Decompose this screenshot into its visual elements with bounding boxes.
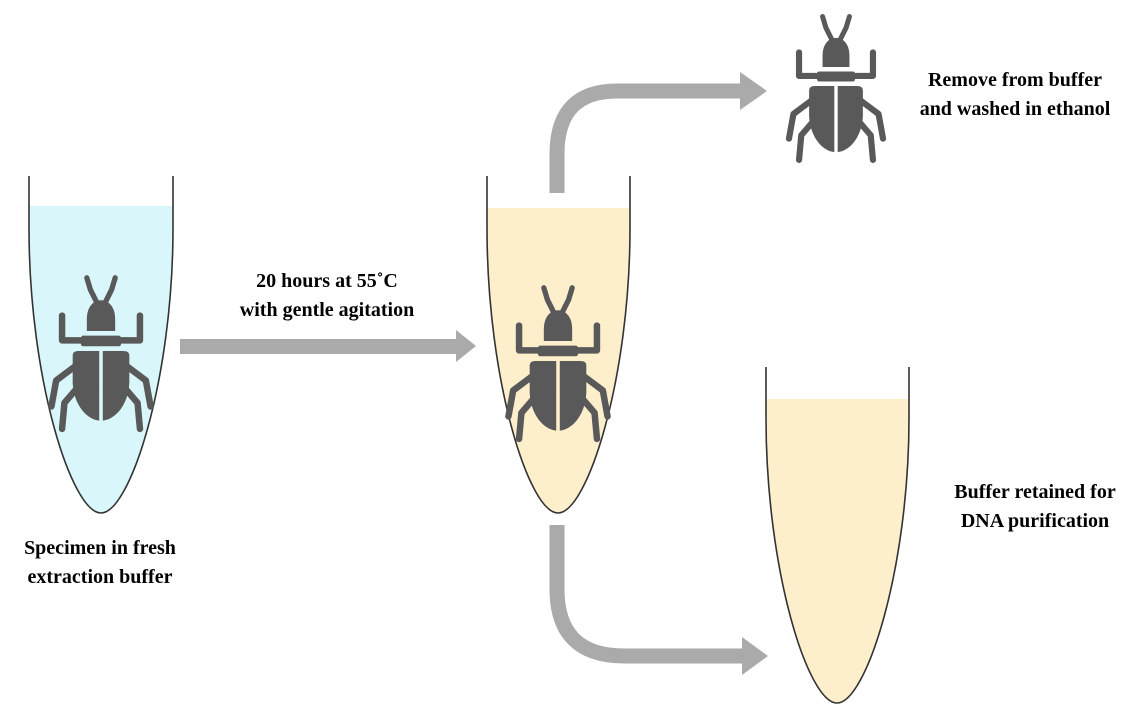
incubation-label-line1: 20 hours at 55˚C [256,270,398,292]
beetle-icon [789,17,883,160]
remove-label-line1: Remove from buffer [928,69,1102,91]
retained-label-line2: DNA purification [961,510,1109,532]
incubation-label-line2: with gentle agitation [240,299,414,321]
tube-digesting [487,176,630,513]
retained-label-line1: Buffer retained for [954,481,1116,503]
tube-retained-buffer [766,367,909,703]
used-buffer-liquid [487,208,630,513]
fresh-buffer-label-line1: Specimen in fresh [24,537,176,559]
fresh-buffer-label-line2: extraction buffer [28,566,173,588]
arrow-up-branch [557,72,767,193]
arrow-horizontal [180,330,476,362]
arrow-down-branch [557,525,768,675]
used-buffer-liquid [766,399,909,703]
fresh-buffer-liquid [29,206,173,513]
remove-label-line2: and washed in ethanol [920,98,1111,120]
